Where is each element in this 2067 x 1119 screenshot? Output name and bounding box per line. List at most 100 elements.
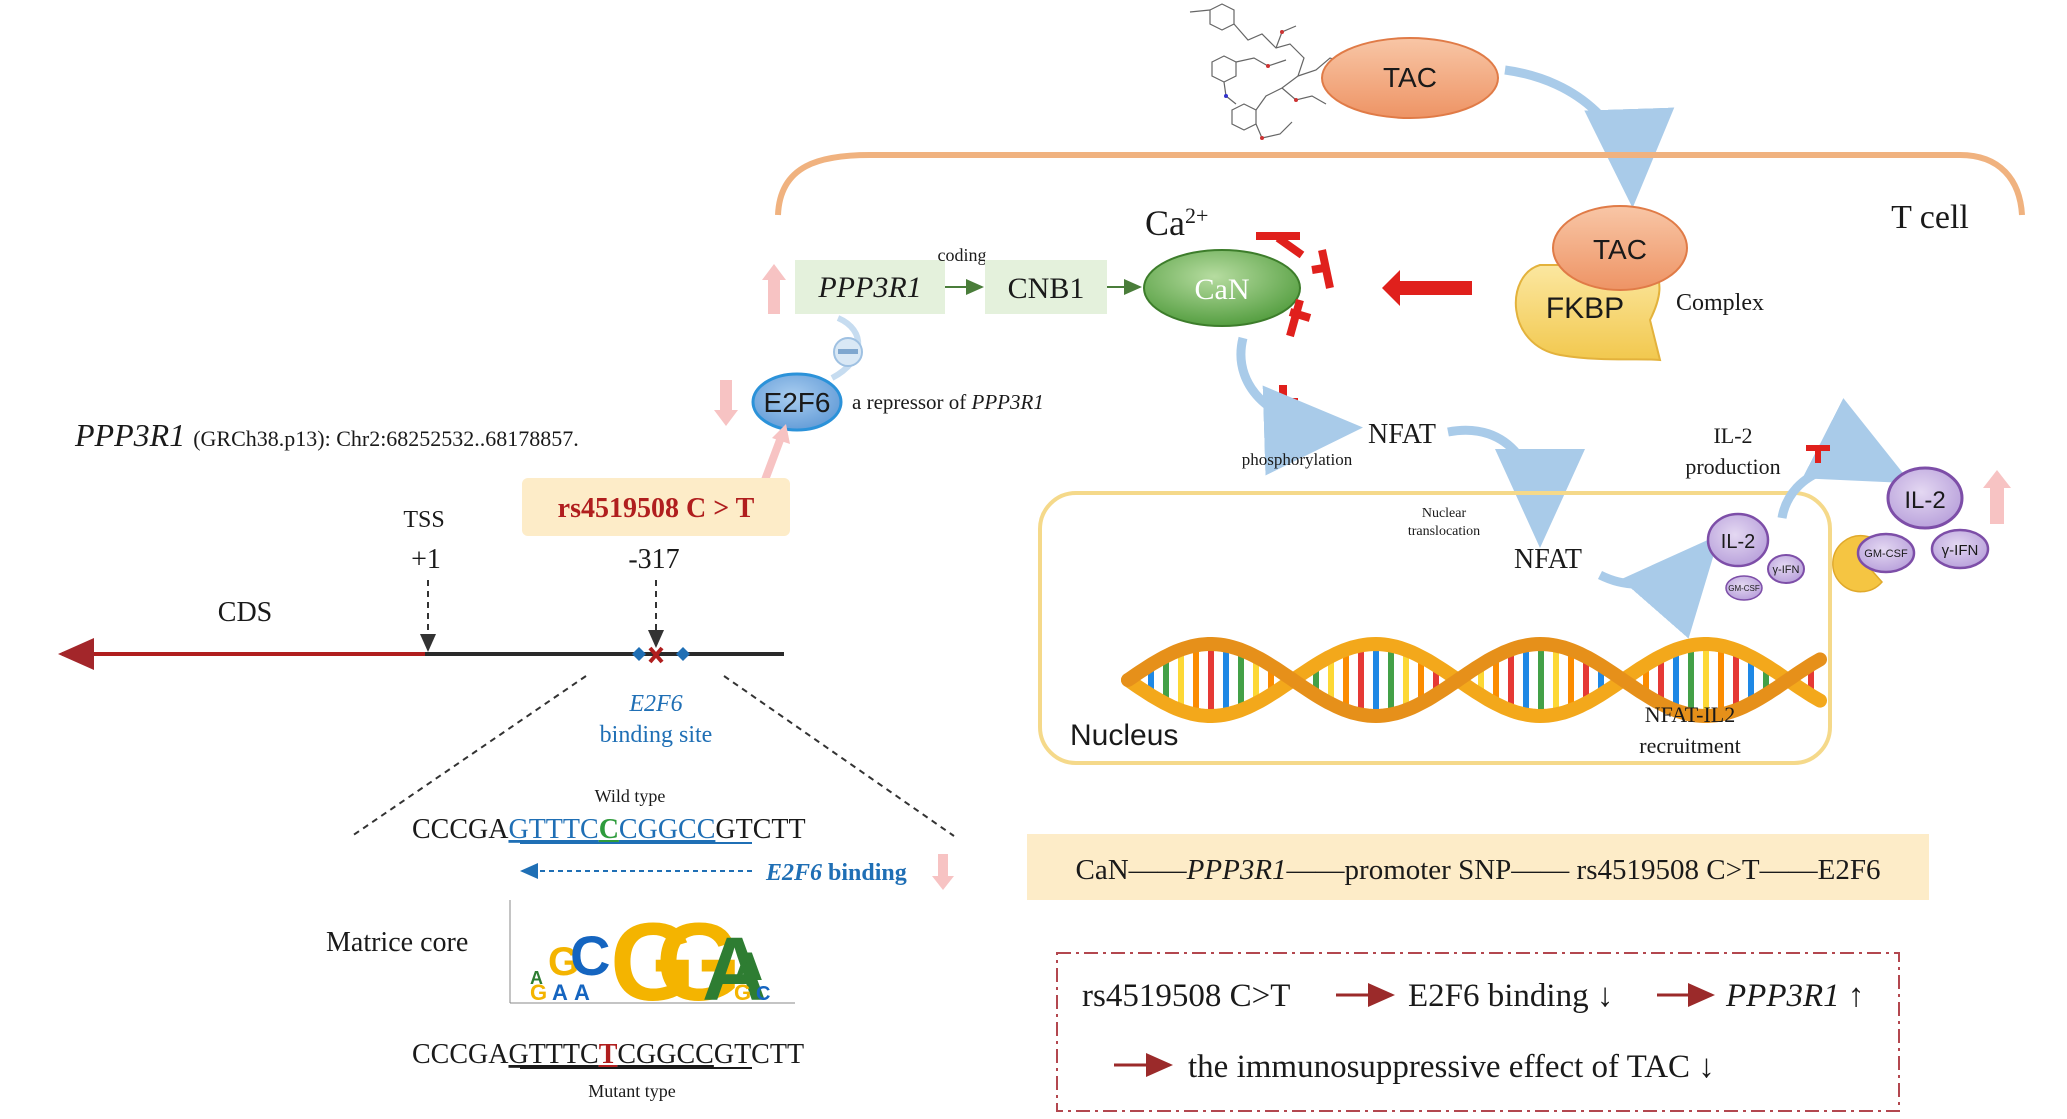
nfat-cytoplasm-label: NFAT bbox=[1368, 419, 1436, 450]
calcium-charge: 2+ bbox=[1185, 203, 1208, 228]
gmcsf-small-node: GM-CSF bbox=[1725, 575, 1763, 601]
gene-info-name: PPP3R1 bbox=[74, 417, 185, 453]
chain-text: CaN——PPP3R1——promoter SNP—— rs4519508 C>… bbox=[1076, 854, 1881, 886]
cnb1-label: CNB1 bbox=[1008, 272, 1085, 305]
tacrolimus-structure-icon bbox=[1189, 3, 1349, 140]
svg-text:A: A bbox=[734, 945, 763, 989]
e2f6-label: E2F6 bbox=[764, 387, 831, 418]
summary-snp: rs4519508 C>T bbox=[1082, 978, 1290, 1014]
svg-text:G: G bbox=[610, 901, 696, 1024]
il2-up-arrow bbox=[1983, 470, 2011, 524]
tac-outside-label: TAC bbox=[1383, 62, 1437, 93]
svg-text:A: A bbox=[552, 980, 568, 1005]
phosphorylation-arrow bbox=[1236, 336, 1363, 476]
summary-gene: PPP3R1 ↑ bbox=[1725, 978, 1864, 1014]
tss-position: +1 bbox=[411, 544, 441, 575]
snp-box bbox=[522, 478, 790, 536]
il2-production-label-2: production bbox=[1685, 454, 1780, 479]
can-node: CaN bbox=[1143, 249, 1301, 327]
tss-label: TSS bbox=[403, 507, 444, 533]
ppp3r1-label: PPP3R1 bbox=[817, 271, 921, 304]
cds-label: CDS bbox=[218, 597, 272, 628]
binding-marker-right bbox=[676, 647, 690, 661]
binding-marker-left bbox=[632, 647, 646, 661]
fkbp-label: FKBP bbox=[1546, 292, 1624, 325]
il2-big-node: IL-2 bbox=[1886, 466, 1964, 530]
t-cell-label: T cell bbox=[1891, 199, 1969, 236]
recruitment-label-1: NFAT-IL2 bbox=[1645, 702, 1735, 727]
nfat-nucleus-label: NFAT bbox=[1514, 544, 1582, 575]
tac-entry-arrow bbox=[1504, 65, 1675, 208]
mutant-type-label: Mutant type bbox=[588, 1081, 676, 1101]
gmcsf-big-label: GM-CSF bbox=[1864, 548, 1908, 560]
zoom-line-right bbox=[723, 675, 955, 837]
e2f6-node: E2F6 bbox=[751, 372, 843, 432]
complex-label: Complex bbox=[1676, 290, 1764, 316]
zoom-line-left bbox=[351, 675, 587, 837]
wild-type-label: Wild type bbox=[595, 786, 666, 806]
nfat-to-il2-arrow bbox=[1597, 534, 1720, 639]
dna-strand bbox=[1121, 636, 1827, 724]
ppp3r1-up-arrow bbox=[762, 264, 786, 314]
svg-text:C: C bbox=[570, 924, 610, 987]
svg-text:A: A bbox=[702, 920, 767, 1020]
ppp3r1-gene-box: PPP3R1 bbox=[795, 260, 945, 314]
translocation-label-1: Nuclear bbox=[1422, 506, 1467, 521]
ifn-big-label: γ-IFN bbox=[1942, 542, 1979, 559]
mutant-type-sequence: CCCGAGTTTCTCGGCCGTCTT bbox=[412, 1039, 804, 1070]
matrice-core-label: Matrice core bbox=[326, 927, 468, 958]
svg-text:G: G bbox=[734, 980, 751, 1005]
coding-label: coding bbox=[938, 245, 987, 265]
snp-label: rs4519508 C > T bbox=[558, 493, 755, 524]
svg-text:G: G bbox=[656, 901, 742, 1024]
gene-info: PPP3R1(GRCh38.p13): Chr2:68252532..68178… bbox=[74, 417, 579, 453]
nucleus-border bbox=[1038, 491, 1832, 765]
ifn-small-label: γ-IFN bbox=[1773, 564, 1800, 576]
complex-inhibition-arrow bbox=[1382, 270, 1472, 306]
chain-box bbox=[1027, 834, 1929, 900]
summary-box bbox=[1056, 952, 1900, 1112]
svg-text:C: C bbox=[756, 983, 770, 1005]
recruitment-label-2: recruitment bbox=[1639, 733, 1740, 758]
sequence-logo-icon: G A A G A C G G A A G C bbox=[509, 900, 795, 1024]
tac-outside-node: TAC bbox=[1321, 37, 1499, 119]
svg-text:A: A bbox=[530, 968, 543, 988]
dna-strand bbox=[1121, 636, 1827, 724]
il2-small-label: IL-2 bbox=[1721, 531, 1755, 553]
ifn-big-node: γ-IFN bbox=[1930, 528, 1990, 570]
e2f6-down-arrow bbox=[714, 380, 738, 426]
il2-production-label-1: IL-2 bbox=[1713, 423, 1752, 448]
svg-text:A: A bbox=[574, 980, 590, 1005]
translocation-label-2: translocation bbox=[1408, 524, 1480, 539]
binding-arrow-label: E2F6 binding bbox=[765, 860, 907, 886]
can-label: CaN bbox=[1195, 273, 1250, 306]
ifn-small-node: γ-IFN bbox=[1767, 554, 1805, 584]
binding-site-label: binding site bbox=[600, 722, 713, 748]
tac-fkbp-complex: FKBP TAC bbox=[1514, 205, 1688, 362]
nucleus-label: Nucleus bbox=[1070, 719, 1178, 752]
svg-text:G: G bbox=[530, 980, 547, 1005]
binding-down-arrow bbox=[932, 854, 954, 890]
il2-big-label: IL-2 bbox=[1904, 487, 1945, 514]
summary-binding: E2F6 binding ↓ bbox=[1408, 978, 1613, 1014]
snp-to-e2f6-arrowhead bbox=[772, 424, 790, 444]
gmcsf-small-label: GM-CSF bbox=[1728, 584, 1760, 593]
wild-type-sequence: CCCGAGTTTCCCGGCCGTCTT bbox=[412, 814, 806, 845]
nuclear-translocation-arrow bbox=[1447, 425, 1585, 548]
calcium-label: Ca2+ bbox=[1145, 203, 1208, 243]
cnb1-box: CNB1 bbox=[985, 260, 1107, 314]
binding-site-gene: E2F6 bbox=[628, 691, 682, 717]
cell-membrane bbox=[775, 152, 2025, 216]
svg-text:G: G bbox=[548, 940, 579, 984]
il2-small-node: IL-2 bbox=[1706, 512, 1770, 568]
dna-helix-icon bbox=[1121, 636, 1827, 724]
gmcsf-big-node: GM-CSF bbox=[1856, 532, 1916, 574]
il2-production-arrow bbox=[1777, 398, 1912, 519]
e2f6-repressor-text: a repressor of PPP3R1 bbox=[852, 390, 1044, 414]
il2-production-inhibition bbox=[1806, 445, 1830, 463]
summary-effect: the immunosuppressive effect of TAC ↓ bbox=[1188, 1049, 1715, 1085]
complex-tac-label: TAC bbox=[1593, 234, 1647, 265]
repression-minus-icon bbox=[833, 337, 863, 367]
snp-position: -317 bbox=[628, 544, 679, 575]
